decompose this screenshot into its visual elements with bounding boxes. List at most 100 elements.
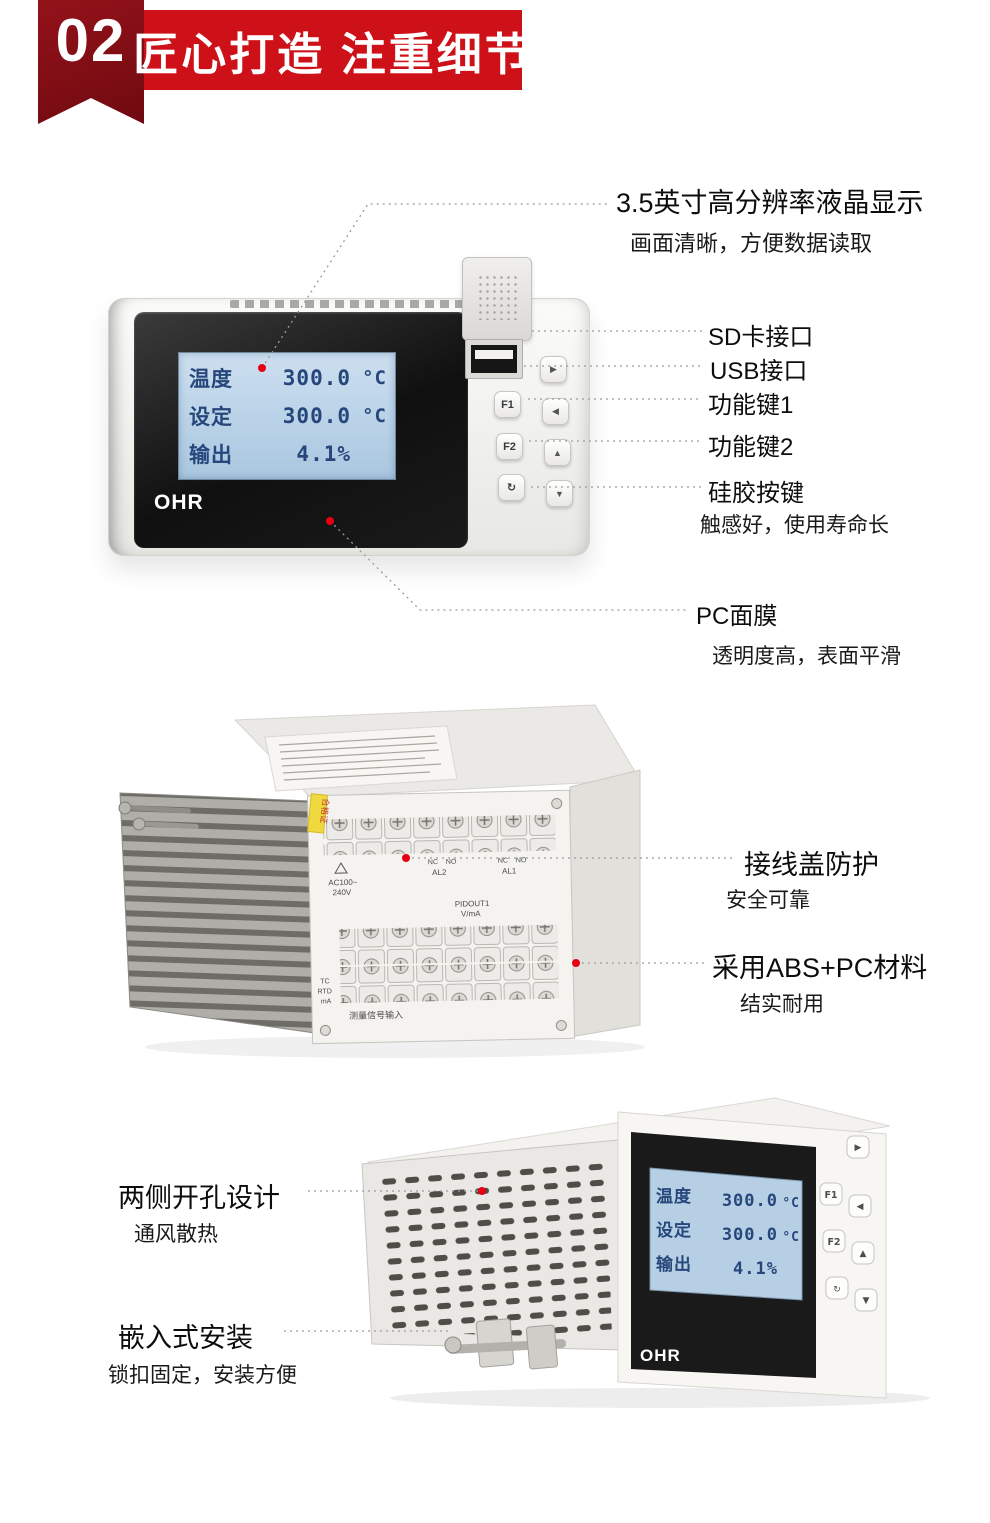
label-signal-input: 测量信号输入 <box>349 1009 403 1021</box>
lcd-out-label: 输出 <box>189 443 233 467</box>
power-button: ↻ <box>498 474 525 501</box>
lcd-set-label: 设定 <box>189 405 233 429</box>
svg-text:↻: ↻ <box>833 1285 841 1295</box>
vent-slots <box>376 1154 612 1338</box>
device-shadow <box>145 1036 645 1058</box>
label-ac-power-1: AC100~ <box>328 878 358 888</box>
callout-usb: USB接口 <box>710 358 808 385</box>
key-left-button-side: ◀ <box>848 1194 872 1218</box>
terminal-strip-mid <box>339 924 558 966</box>
mounting-screws <box>118 801 199 831</box>
lcd-row-setpoint: 设定 300.0 °C <box>189 397 387 435</box>
callout-lcd-title: 3.5英寸高分辨率液晶显示 <box>616 188 924 218</box>
label-ma: mA <box>321 998 332 1005</box>
callout-pc-film-sub: 透明度高，表面平滑 <box>712 645 901 668</box>
section-title-banner: 匠心打造 注重细节 <box>133 10 530 90</box>
svg-text:F1: F1 <box>824 1190 837 1201</box>
callout-side-vents-sub: 通风散热 <box>134 1223 218 1246</box>
terminal-panel: AC100~ 240V NC NO AL2 NC NO AL1 PIDOUT1 … <box>306 789 576 1045</box>
lcd-row-output: 输出 4.1% <box>189 435 387 473</box>
label-ac-power-2: 240V <box>332 888 352 897</box>
svg-text:◀: ◀ <box>857 1202 864 1212</box>
flap-dot-texture <box>477 274 519 320</box>
key-down-button: ▼ <box>546 480 573 507</box>
svg-text:▼: ▼ <box>863 1296 870 1306</box>
callout-fn1: 功能键1 <box>708 392 794 419</box>
section-number: 02 <box>55 7 127 74</box>
controller-front-photo: 温度 300.0 °C 设定 300.0 °C 输出 4.1% OHR <box>108 255 608 575</box>
key-down-button-side: ▼ <box>854 1288 878 1312</box>
callout-abs-material-sub: 结实耐用 <box>740 993 824 1016</box>
svg-text:▲: ▲ <box>860 1249 867 1259</box>
brand-logo: OHR <box>154 491 204 514</box>
svg-text:温度: 温度 <box>656 1186 692 1207</box>
callout-lcd-subtitle: 画面清晰，方便数据读取 <box>630 231 873 256</box>
warning-triangle-icon <box>334 862 348 874</box>
svg-text:4.1%: 4.1% <box>733 1259 778 1279</box>
svg-text:300.0: 300.0 <box>722 1225 778 1245</box>
callout-pc-film: PC面膜 <box>696 603 778 630</box>
svg-text:°C: °C <box>782 1196 800 1211</box>
side-buttons: ▶ F1 ◀ F2 ▲ ↻ <box>819 1135 878 1312</box>
svg-text:300.0: 300.0 <box>722 1191 778 1211</box>
key-up-button-side: ▲ <box>851 1241 875 1265</box>
lcd-out-value: 4.1% <box>296 442 351 466</box>
usb-tongue <box>475 350 513 359</box>
key-up-button: ▲ <box>544 439 571 466</box>
label-no-1: NO <box>446 859 457 866</box>
controller-side-photo: 温度 300.0 °C 设定 300.0 °C 输出 4.1% OHR ▶ F1… <box>361 1097 930 1408</box>
label-no-2: NO <box>516 857 527 864</box>
quality-sticker-text: 合格证 <box>318 798 331 825</box>
svg-text:输出: 输出 <box>656 1254 692 1275</box>
svg-text:设定: 设定 <box>656 1220 692 1241</box>
label-nc-2: NC <box>498 858 508 865</box>
key-left-button: ◀ <box>542 398 569 425</box>
lcd-temp-value: 300.0 <box>282 366 351 390</box>
f2-button: F2 <box>496 433 523 460</box>
label-nc-1: NC <box>428 859 438 866</box>
f2-button-side: F2 <box>822 1229 846 1253</box>
terminal-strip-top <box>322 814 556 856</box>
right-side-face <box>569 769 641 1038</box>
top-label-sticker <box>264 725 458 792</box>
lcd-text-side: 温度 300.0 °C 设定 300.0 °C 输出 4.1% <box>656 1186 800 1279</box>
label-vma: V/mA <box>461 909 481 918</box>
power-button-side: ↻ <box>825 1276 849 1300</box>
lcd-screen: 温度 300.0 °C 设定 300.0 °C 输出 4.1% <box>178 352 396 480</box>
usb-port <box>465 339 523 379</box>
top-vents <box>230 300 466 308</box>
f1-button: F1 <box>494 391 521 418</box>
lcd-screen-side <box>649 1167 803 1301</box>
lcd-temp-label: 温度 <box>189 367 233 391</box>
callout-fn2: 功能键2 <box>708 434 794 461</box>
label-al1: AL1 <box>502 866 517 875</box>
label-pidout: PIDOUT1 <box>455 899 490 909</box>
f1-button-side: F1 <box>819 1182 843 1206</box>
label-rtd: RTD <box>318 988 332 995</box>
sd-card-cover-flap <box>462 257 532 341</box>
callout-flush-mount: 嵌入式安装 <box>118 1323 253 1353</box>
lcd-set-value: 300.0 <box>282 404 351 428</box>
lcd-set-unit: °C <box>362 405 387 427</box>
heatsink-fins <box>119 792 316 1034</box>
callout-sd-card: SD卡接口 <box>708 324 814 351</box>
usb-socket <box>471 345 517 373</box>
callout-silicone-keys: 硅胶按键 <box>708 480 804 507</box>
callout-side-vents: 两侧开孔设计 <box>118 1183 280 1213</box>
label-al2: AL2 <box>432 868 447 877</box>
svg-text:°C: °C <box>782 1230 800 1245</box>
terminal-strip-bottom <box>340 962 559 1004</box>
quality-sticker: 合格证 <box>307 793 331 834</box>
mounting-clip <box>444 1318 566 1370</box>
callout-wiring-cover: 接线盖防护 <box>744 850 879 880</box>
label-tc: TC <box>320 978 329 985</box>
callout-abs-material: 采用ABS+PC材料 <box>712 953 928 983</box>
key-right-button: ▶ <box>540 356 567 383</box>
callout-flush-mount-sub: 锁扣固定，安装方便 <box>108 1364 297 1387</box>
callout-wiring-cover-sub: 安全可靠 <box>726 889 810 912</box>
section-number-ribbon: 02 <box>38 0 144 124</box>
controller-back-photo: AC100~ 240V NC NO AL2 NC NO AL1 PIDOUT1 … <box>118 704 645 1058</box>
lcd-row-temperature: 温度 300.0 °C <box>189 359 387 397</box>
brand-logo-side: OHR <box>640 1346 681 1365</box>
